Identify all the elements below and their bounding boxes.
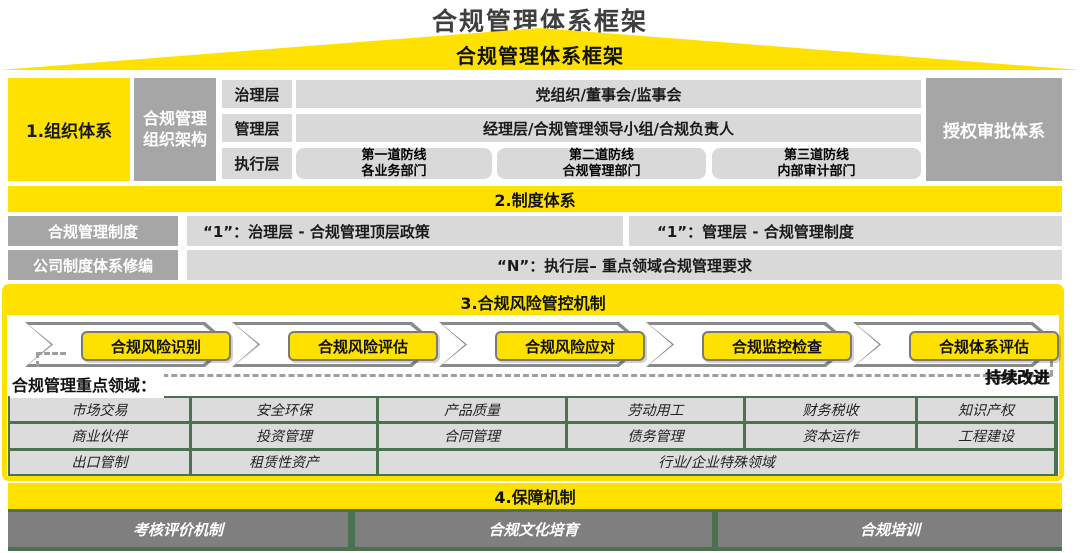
section3-title-bar: 3.合规风险管控机制	[7, 289, 1059, 315]
step-system-evaluation: 合规体系评估	[909, 331, 1059, 361]
focus-cell-special-areas: 行业/企业特殊领域	[379, 450, 1054, 474]
compliance-system-label: 合规管理制度	[8, 216, 178, 246]
focus-cell: 劳动用工	[568, 398, 743, 422]
loop-dash-right-side	[1050, 352, 1053, 376]
governance-layer-label: 治理层	[222, 80, 292, 108]
focus-cell: 安全环保	[192, 398, 376, 422]
section2-title-bar: 2.制度体系	[8, 186, 1062, 212]
section1-block-label: 1.组织体系	[8, 78, 130, 181]
execution-layer-label: 执行层	[222, 148, 292, 179]
focus-cell: 知识产权	[918, 398, 1054, 422]
focus-cell: 租赁性资产	[192, 450, 376, 474]
company-system-revision-label: 公司制度体系修编	[8, 250, 178, 280]
focus-cell: 工程建设	[918, 424, 1054, 448]
step-monitoring-check: 合规监控检查	[702, 331, 852, 361]
org-structure-label: 合规管理组织架构	[134, 78, 216, 181]
defense-line-2-title: 第二道防线	[568, 147, 634, 163]
focus-areas-title: 合规管理重点领域：	[10, 370, 165, 398]
management-layer-content: 经理层/合规管理领导小组/合规负责人	[296, 114, 921, 142]
focus-cell: 产品质量	[379, 398, 565, 422]
loop-dash-left-top	[36, 352, 66, 355]
focus-cell: 财务税收	[746, 398, 915, 422]
defense-line-3-dept: 内部审计部门	[777, 163, 856, 179]
governance-layer-content: 党组织/董事会/监事会	[296, 80, 921, 108]
policy-box-management: “1”：管理层 - 合规管理制度	[629, 216, 1062, 246]
compliance-training-box: 合规培训	[718, 512, 1062, 547]
step-risk-response: 合规风险应对	[495, 331, 645, 361]
assessment-mechanism-box: 考核评价机制	[8, 512, 348, 547]
focus-cell: 商业伙伴	[10, 424, 189, 448]
loop-dash-left-side	[36, 352, 39, 376]
defense-line-2: 第二道防线 合规管理部门	[497, 148, 706, 179]
defense-line-1: 第一道防线 各业务部门	[296, 148, 492, 179]
focus-cell: 投资管理	[192, 424, 376, 448]
defense-line-2-dept: 合规管理部门	[562, 163, 641, 179]
policy-box-execution: “N”：执行层– 重点领域合规管理要求	[187, 250, 1062, 280]
focus-cell: 债务管理	[568, 424, 743, 448]
focus-cell: 资本运作	[746, 424, 915, 448]
focus-areas-grid: 市场交易 安全环保 产品质量 劳动用工 财务税收 知识产权 商业伙伴 投资管理 …	[8, 396, 1058, 476]
defense-line-1-dept: 各业务部门	[361, 163, 427, 179]
diagram-title: 合规管理体系框架	[456, 44, 624, 68]
loop-dash-bottom	[36, 374, 1052, 377]
section4-title-bar: 4.保障机制	[8, 483, 1062, 509]
defense-line-1-title: 第一道防线	[361, 147, 427, 163]
focus-cell: 出口管制	[10, 450, 189, 474]
policy-box-governance: “1”：治理层 - 合规管理顶层政策	[187, 216, 623, 246]
culture-cultivation-box: 合规文化培育	[355, 512, 712, 547]
section4-row: 考核评价机制 合规文化培育 合规培训	[8, 509, 1062, 551]
authorization-system-label: 授权审批体系	[926, 78, 1062, 181]
focus-cell: 市场交易	[10, 398, 189, 422]
focus-cell: 合同管理	[379, 424, 565, 448]
step-risk-assessment: 合规风险评估	[288, 331, 438, 361]
continuous-improvement-label: 持续改进	[985, 368, 1050, 387]
defense-line-3: 第三道防线 内部审计部门	[712, 148, 921, 179]
management-layer-label: 管理层	[222, 114, 292, 142]
step-risk-identification: 合规风险识别	[81, 331, 231, 361]
defense-line-3-title: 第三道防线	[783, 147, 849, 163]
